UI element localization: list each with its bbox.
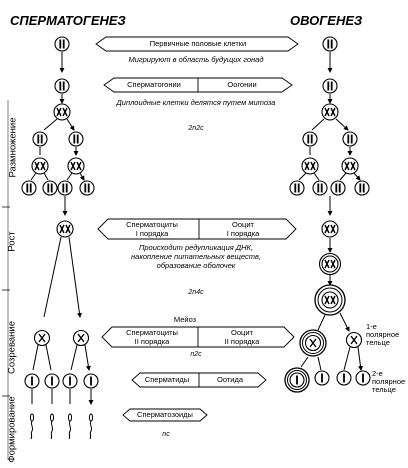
box-spermatocytes-2-line2: II порядка <box>134 337 170 346</box>
polar-body-2-line2: полярное <box>372 377 406 386</box>
polar-body-1-line1: 1-е <box>366 322 377 331</box>
chromosome-set-formation: nc <box>162 431 170 438</box>
box-primary-germ-cells: Первичные половые клетки <box>149 39 247 48</box>
box-spermatozoa: Сперматозоиды <box>137 410 193 419</box>
polar-body-1-line3: тельце <box>366 338 390 347</box>
box-oocyte-2-line2: II порядка <box>224 337 260 346</box>
box-oogonia: Оогонии <box>227 80 257 89</box>
box-spermatids: Сперматиды <box>144 375 190 384</box>
chromosome-set-growth: 2n4c <box>188 289 204 296</box>
polar-body-2-line1: 2-е <box>372 369 383 378</box>
box-oocyte-2-line1: Ооцит <box>231 328 253 337</box>
note-growth-line2: накопление питательных веществ, <box>131 252 261 261</box>
note-migrate: Мигрируют в область будущих гонад <box>128 55 264 64</box>
note-growth-line1: Происходит редупликация ДНК, <box>138 243 254 252</box>
oogenesis-title: ОВОГЕНЕЗ <box>290 13 363 28</box>
note-mitosis: Диплоидные клетки делятся путем митоза <box>116 98 276 107</box>
box-spermatogonia: Сперматогонии <box>127 80 181 89</box>
spermatogenesis-title: СПЕРМАТОГЕНЕЗ <box>10 13 126 28</box>
box-spermatocytes-1-line2: I порядка <box>135 229 169 238</box>
meiosis-label: Мейоз <box>173 315 197 324</box>
chromosome-set-maturation: n2c <box>190 351 202 358</box>
chromosome-set-reproduction: 2n2c <box>188 125 204 132</box>
box-ootid: Оотида <box>216 375 243 384</box>
note-growth-line3: образование оболочек <box>156 261 236 270</box>
polar-body-1-line2: полярное <box>366 330 400 339</box>
box-spermatocytes-2-line1: Сперматоциты <box>126 328 178 337</box>
box-oocyte-1-line1: Ооцит <box>232 220 254 229</box>
box-oocyte-1-line2: I порядка <box>226 229 260 238</box>
box-spermatocytes-1-line1: Сперматоциты <box>126 220 178 229</box>
polar-body-2-line3: тельце <box>372 385 396 394</box>
